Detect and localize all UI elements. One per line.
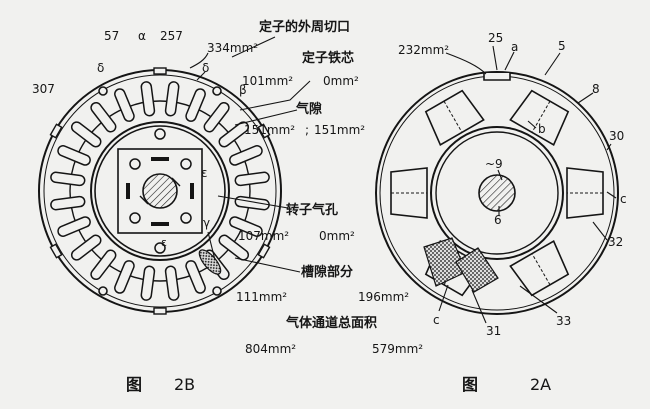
label-6: 6: [494, 213, 502, 227]
label-33: 33: [556, 314, 571, 328]
shaft-2b: [142, 173, 178, 209]
rim-notch: [49, 123, 63, 139]
note-cutout-area: 334mm²: [207, 41, 258, 55]
figure-2a: 232mm² 25 a 5 8 b 30 c ~9 6 32 c 31 33 图…: [375, 31, 627, 394]
note-gap-separator: ;: [305, 123, 309, 137]
label-257: 257: [160, 29, 183, 43]
stator-slot: [57, 145, 91, 166]
note-slot-right: 196mm²: [358, 290, 409, 304]
figure-2b: 57 α 257 δ δ 307 β ε ε γ 定子的外周切口 334mm² …: [32, 19, 423, 394]
note-gap-left: 151mm²: [244, 123, 295, 137]
label-beta: β: [239, 83, 247, 97]
shaft-2a: [478, 174, 516, 212]
label-57: 57: [104, 29, 119, 43]
label-gamma: γ: [203, 216, 210, 230]
rim-notch: [49, 243, 63, 259]
stator-pole-window: [509, 89, 570, 147]
label-c-bottom: c: [433, 313, 440, 327]
label-epsilon: ε: [201, 166, 208, 180]
note-total-title: 气体通道总面积: [286, 315, 377, 331]
label-c-right: c: [620, 192, 627, 206]
stator-slot: [218, 121, 250, 148]
stator-slot: [114, 260, 135, 294]
stator-pole-window: [424, 89, 485, 147]
stator-slot: [90, 249, 117, 281]
stator-slot: [164, 265, 180, 301]
note-slot-left: 111mm²: [236, 290, 287, 304]
label-32: 32: [608, 235, 623, 249]
stator-pole-window: [509, 239, 570, 297]
stator-slot: [234, 195, 270, 211]
note-gap-title: 气隙: [296, 101, 322, 117]
stator-slot: [185, 88, 206, 122]
caption-2b-number: 2B: [174, 375, 195, 394]
label-307: 307: [32, 82, 55, 96]
rim-notch: [257, 243, 271, 259]
note-rotor-hole-title: 转子气孔: [286, 202, 338, 218]
rim-notch: [257, 123, 271, 139]
stator-slot: [50, 195, 86, 211]
stator-slot: [185, 260, 206, 294]
note-cutout-title: 定子的外周切口: [258, 19, 350, 35]
label-25: 25: [488, 31, 503, 45]
leader-lines-2b: [189, 36, 311, 273]
stator-slot: [140, 265, 156, 301]
pole-centerline: [443, 100, 463, 133]
caption-2a-number: 2A: [530, 375, 551, 394]
leader-lines-2a: [438, 45, 617, 324]
stator-slot: [50, 171, 86, 187]
label-8: 8: [592, 82, 600, 96]
label-delta-left: δ: [97, 61, 104, 75]
pole-centerline: [531, 253, 551, 286]
stator-notches-2b: [49, 67, 271, 315]
stator-slot: [140, 81, 156, 117]
stator-slot: [70, 121, 102, 148]
stator-slot: [57, 216, 91, 237]
label-30: 30: [609, 129, 624, 143]
note-gap-right: 151mm²: [314, 123, 365, 137]
note-rotor-hole-right: 0mm²: [319, 229, 355, 243]
note-total-right: 579mm²: [372, 342, 423, 356]
stator-slot: [234, 171, 270, 187]
stator-slot: [70, 234, 102, 261]
rotor-2b: [94, 125, 226, 257]
label-alpha-2b: α: [138, 29, 146, 43]
stator-slot: [218, 234, 250, 261]
stator-slot: [203, 101, 230, 133]
label-delta-right: δ: [202, 61, 209, 75]
label-5: 5: [558, 39, 566, 53]
stator-slot: [90, 101, 117, 133]
label-31: 31: [486, 324, 501, 338]
label-epsilon-lower: ε: [161, 236, 167, 249]
label-232-area: 232mm²: [398, 43, 449, 57]
stator-slot: [229, 145, 263, 166]
note-rotor-hole-left: 107mm²: [238, 229, 289, 243]
rim-notch: [153, 307, 167, 315]
note-slot-title: 槽隙部分: [301, 264, 353, 280]
note-total-left: 804mm²: [245, 342, 296, 356]
note-core-title: 定子铁芯: [301, 50, 354, 66]
stator-slot: [114, 88, 135, 122]
stator-notch-2a: [483, 73, 511, 81]
note-core-right: 0mm²: [323, 74, 359, 88]
rim-notch: [153, 67, 167, 75]
note-core-left: 101mm²: [242, 74, 293, 88]
stator-slot: [164, 81, 180, 117]
label-b: b: [538, 122, 546, 136]
label-a: a: [511, 40, 518, 54]
stator-slot: [229, 216, 263, 237]
label-9: ~9: [485, 157, 503, 171]
caption-2a-char: 图: [462, 375, 478, 394]
caption-2b-char: 图: [126, 375, 142, 394]
highlighted-slot-2a-right: [455, 247, 499, 293]
